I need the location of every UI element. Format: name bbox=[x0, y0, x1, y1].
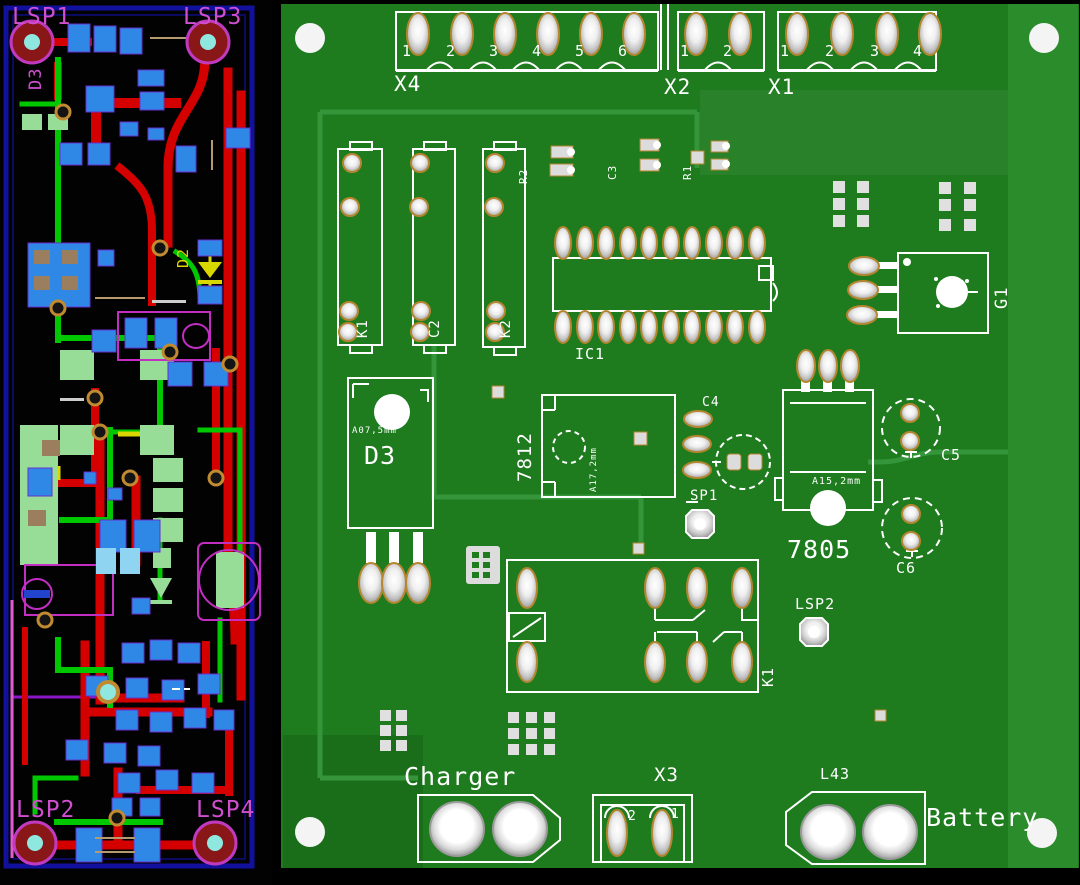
x2-pin-2: 2 bbox=[723, 42, 734, 60]
x2-label: X2 bbox=[664, 75, 692, 99]
reg7812-note: A17,2mm bbox=[589, 447, 599, 492]
cap-outlines bbox=[552, 398, 943, 559]
sp1-label: SP1 bbox=[690, 488, 719, 504]
vias bbox=[36, 103, 239, 827]
holes bbox=[295, 23, 1059, 860]
silkscreen-fills bbox=[366, 258, 969, 563]
lsp2-label: LSP2 bbox=[16, 797, 76, 823]
smd-pads bbox=[380, 138, 976, 755]
lsp-pads bbox=[9, 19, 238, 866]
battery-label: Battery bbox=[926, 803, 1039, 832]
x4-pin-1: 1 bbox=[402, 42, 413, 60]
x1-pin-3: 3 bbox=[870, 42, 881, 60]
reg7805-note: A15,2mm bbox=[812, 476, 862, 487]
x4-pin-6: 6 bbox=[618, 42, 629, 60]
tan-squares bbox=[28, 250, 78, 526]
reg7805-label: 7805 bbox=[787, 535, 852, 564]
lsp4-label: LSP4 bbox=[196, 797, 256, 823]
ic1-label: IC1 bbox=[575, 345, 606, 363]
reg7812-label: 7812 bbox=[514, 432, 536, 482]
d3-note: A07,5mm bbox=[352, 426, 397, 436]
x1-label: X1 bbox=[768, 75, 796, 99]
d3-label: D3 bbox=[364, 441, 397, 470]
layout-d2-label: D2 bbox=[174, 247, 192, 268]
x4-label: X4 bbox=[394, 72, 422, 96]
g1-label: G1 bbox=[992, 286, 1012, 309]
k2-label: K2 bbox=[498, 319, 514, 338]
c3-label: C3 bbox=[606, 164, 619, 180]
x4-pin-4: 4 bbox=[532, 42, 543, 60]
c6-label: C6 bbox=[896, 559, 917, 577]
c4-label: C4 bbox=[702, 395, 720, 410]
x4-pin-3: 3 bbox=[489, 42, 500, 60]
x1-pin-1: 1 bbox=[780, 42, 791, 60]
x1-pin-4: 4 bbox=[913, 42, 924, 60]
layout-d3-label: D3 bbox=[26, 67, 46, 90]
tan-lines bbox=[95, 37, 213, 853]
x3-label: X3 bbox=[654, 764, 679, 786]
silkscreen-lines bbox=[337, 4, 989, 865]
relay-label: K1 bbox=[759, 666, 777, 687]
octagon-pads bbox=[685, 509, 829, 647]
l43-label: L43 bbox=[820, 765, 851, 783]
pcb-layout-panel bbox=[0, 0, 272, 885]
c2-label: C2 bbox=[427, 319, 443, 338]
lsp2-board-label: LSP2 bbox=[795, 595, 836, 613]
r1-label: R1 bbox=[681, 164, 694, 180]
charger-label: Charger bbox=[404, 762, 517, 791]
k1-label: K1 bbox=[355, 319, 371, 338]
x4-pin-5: 5 bbox=[575, 42, 586, 60]
light-blue-pads bbox=[96, 548, 140, 574]
lsp3-label: LSP3 bbox=[183, 4, 243, 30]
x1-pin-2: 2 bbox=[825, 42, 836, 60]
x4-pin-2: 2 bbox=[446, 42, 457, 60]
x3-pin-2: 2 bbox=[628, 809, 637, 824]
pcb-board-panel bbox=[281, 4, 1079, 868]
x2-pin-1: 1 bbox=[680, 42, 691, 60]
blue-pads bbox=[27, 23, 251, 863]
c5-label: C5 bbox=[941, 446, 962, 464]
r2-label: R2 bbox=[517, 168, 530, 184]
silk-noise bbox=[60, 300, 190, 690]
x3-pin-1: 1 bbox=[671, 807, 680, 822]
lsp1-label: LSP1 bbox=[12, 4, 72, 30]
through-hole-pads bbox=[338, 12, 942, 857]
